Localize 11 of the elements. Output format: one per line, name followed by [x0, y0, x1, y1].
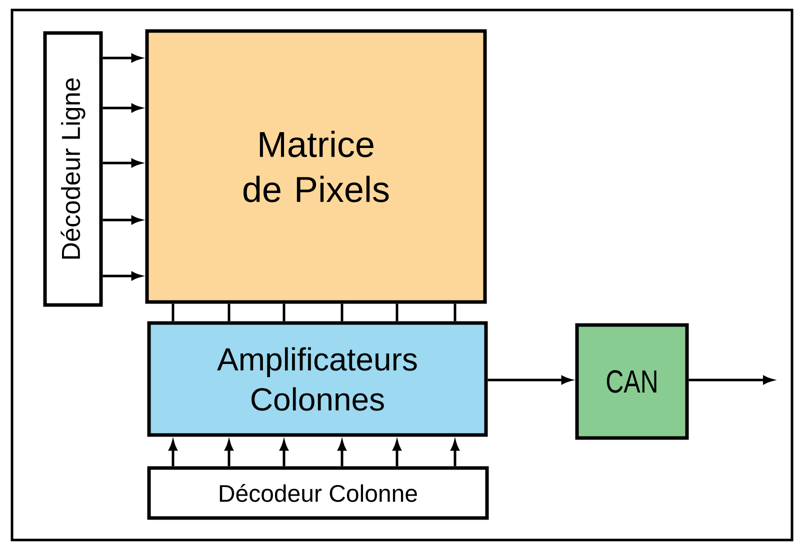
decoder-box: Décodeur Ligne	[43, 31, 103, 307]
connector-line	[340, 304, 344, 322]
connector-line	[172, 304, 174, 322]
amplifier-box: Amplificateurs Colonnes	[147, 321, 488, 437]
connector-line	[282, 304, 286, 322]
connector-line	[228, 304, 230, 322]
connector-line	[396, 304, 398, 322]
converter-box: CAN	[575, 323, 689, 440]
decoder-box: Décodeur Colonne	[147, 466, 489, 520]
matrix-box: Matrice de Pixels	[145, 29, 487, 304]
connector-line	[454, 304, 456, 322]
